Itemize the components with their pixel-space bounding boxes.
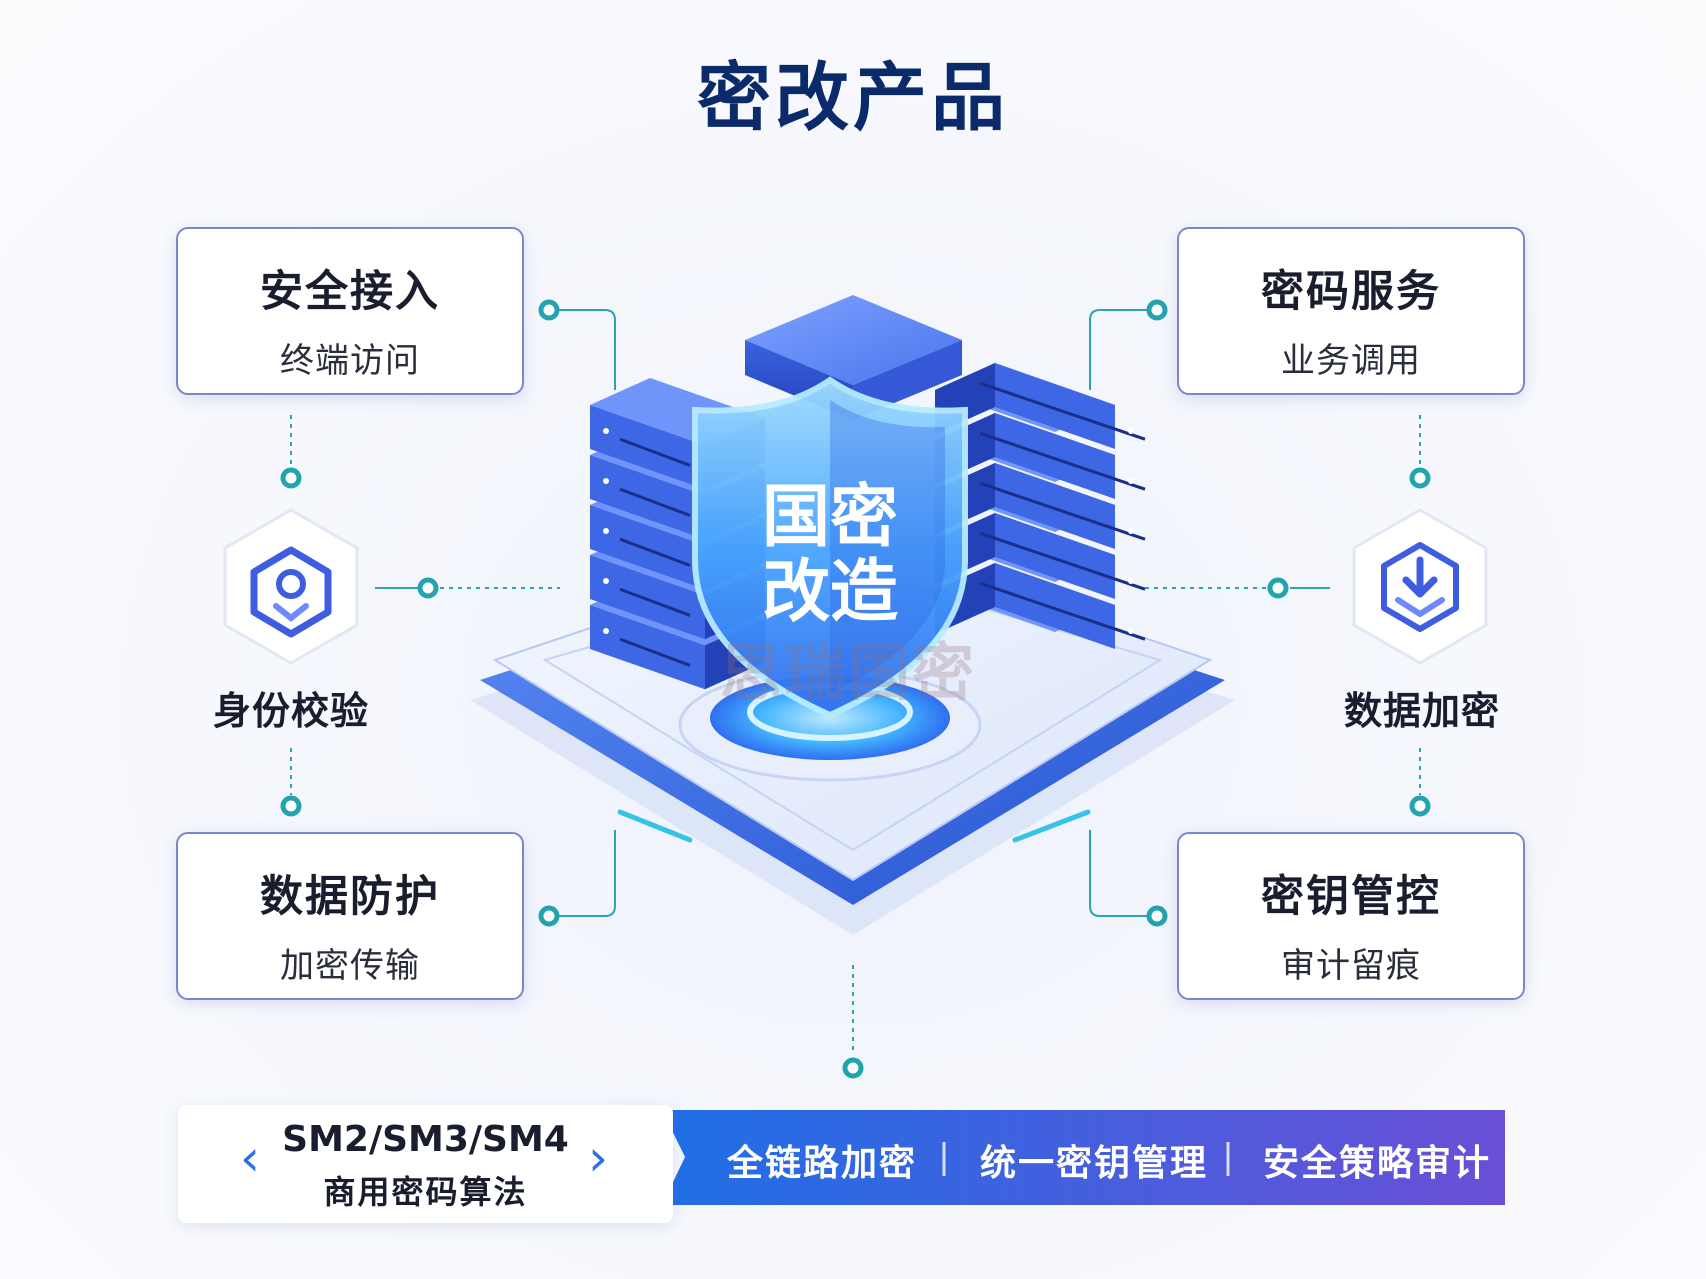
connector-node	[538, 905, 560, 927]
banner-item-security-policy-audit: 安全策略审计	[1263, 1143, 1492, 1184]
download-tray-icon	[1381, 542, 1459, 632]
watermark: 思瑞国密	[720, 636, 977, 709]
connector-node	[1267, 577, 1289, 599]
connector-node	[538, 299, 560, 321]
chevron-right-icon: ›	[588, 1129, 608, 1187]
card-key-management: 密钥管控 审计留痕	[1177, 832, 1525, 1000]
connector-node	[417, 577, 439, 599]
card-heading: 数据防护	[260, 872, 440, 922]
feature-banner	[662, 1110, 1505, 1205]
connector-nodes	[280, 299, 1431, 1079]
card-subtitle: 终端访问	[280, 341, 420, 381]
card-heading: 安全接入	[260, 267, 440, 317]
card-subtitle: 业务调用	[1281, 341, 1421, 381]
connector-node	[1409, 467, 1431, 489]
algorithm-box: ‹ SM2/SM3/SM4 商用密码算法 ›	[178, 1105, 673, 1223]
shield-icon: 国密 改造	[692, 376, 968, 719]
connector-node	[280, 795, 302, 817]
card-subtitle: 审计留痕	[1281, 946, 1421, 986]
banner-item-full-link-encryption: 全链路加密	[727, 1143, 918, 1184]
connector-node	[1146, 299, 1168, 321]
page-title: 密改产品	[697, 55, 1009, 141]
connector-top-left	[549, 309, 616, 390]
hex-label-identity: 身份校验	[212, 689, 369, 733]
connector-node	[1146, 905, 1168, 927]
card-heading: 密码服务	[1261, 267, 1441, 317]
location-pin-shield-icon	[250, 546, 332, 638]
shield-base-ring	[678, 668, 982, 782]
algorithm-caption: 商用密码算法	[323, 1173, 528, 1211]
card-secure-access: 安全接入 终端访问	[176, 227, 524, 395]
connector-node	[1409, 795, 1431, 817]
card-heading: 密钥管控	[1261, 872, 1441, 922]
banner-item-unified-key-management: 统一密钥管理	[980, 1143, 1209, 1184]
connector-node	[842, 1057, 864, 1079]
connector-bottom-right	[1089, 830, 1157, 917]
hex-label-encryption: 数据加密	[1343, 689, 1500, 733]
card-subtitle: 加密传输	[280, 946, 420, 986]
connector-bottom-left	[549, 830, 616, 917]
chevron-left-icon: ‹	[240, 1129, 260, 1187]
connectors	[290, 309, 1421, 1055]
shield-text-line1: 国密	[762, 478, 898, 557]
shield-text-line2: 改造	[762, 553, 898, 632]
hex-right	[1352, 508, 1488, 665]
server-stack-right	[935, 363, 1146, 649]
hex-left	[223, 508, 359, 665]
card-crypto-service: 密码服务 业务调用	[1177, 227, 1525, 395]
connector-node	[280, 467, 302, 489]
algorithm-names: SM2/SM3/SM4	[282, 1119, 569, 1160]
connector-top-right	[1089, 309, 1157, 390]
card-data-protection: 数据防护 加密传输	[176, 832, 524, 1000]
